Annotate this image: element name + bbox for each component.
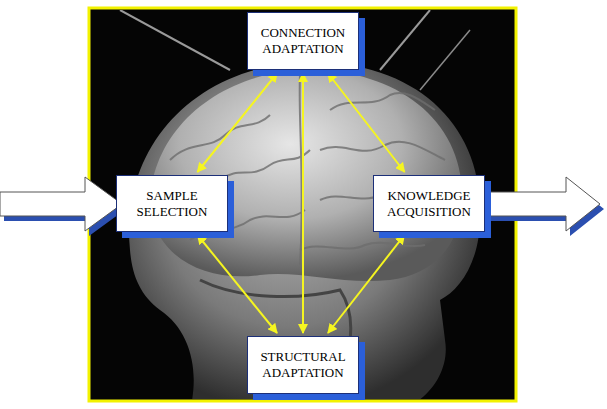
box-label: STRUCTURAL ADAPTATION: [254, 349, 352, 380]
process-box: STRUCTURAL ADAPTATION: [247, 336, 359, 394]
process-box: SAMPLE SELECTION: [116, 175, 228, 232]
feedback-arrow: [328, 235, 404, 333]
box-label: CONNECTION ADAPTATION: [254, 25, 352, 56]
box-label: SAMPLE SELECTION: [123, 188, 221, 219]
box-label: KNOWLEDGE ACQUISITION: [380, 188, 478, 219]
feedback-arrow: [302, 73, 304, 333]
feedback-arrow: [198, 235, 277, 333]
process-box: CONNECTION ADAPTATION: [247, 12, 359, 70]
feedback-arrow: [328, 73, 405, 172]
input-arrow: [0, 177, 126, 236]
frame: [89, 8, 516, 401]
output-arrow: [484, 177, 604, 236]
process-box: KNOWLEDGE ACQUISITION: [373, 175, 485, 232]
feedback-arrow: [197, 73, 277, 172]
